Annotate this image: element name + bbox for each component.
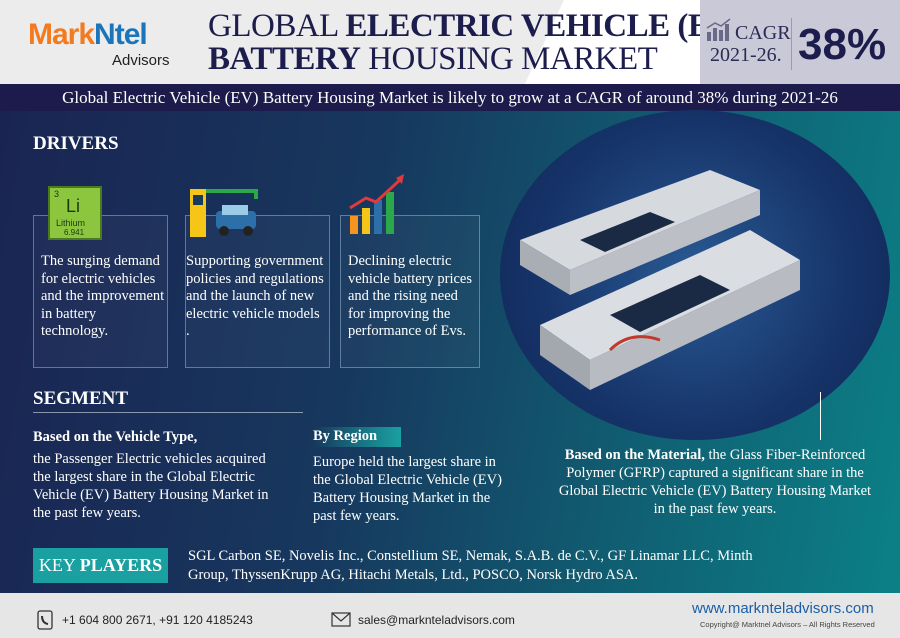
material-text: Based on the Material, the Glass Fiber-R… <box>555 446 875 518</box>
cagr-value: 38% <box>798 20 887 69</box>
phone-number[interactable]: +1 604 800 2671, +91 120 4185243 <box>62 613 253 627</box>
material-label: Based on the Material, <box>564 447 705 463</box>
drivers-heading: DRIVERS <box>33 133 119 154</box>
driver-text-3: Declining electric vehicle battery price… <box>348 253 472 339</box>
segment-heading: SEGMENT <box>33 388 129 409</box>
driver-text-1: The surging demand for electric vehicles… <box>41 253 165 339</box>
kp-light: KEY <box>38 555 80 575</box>
website-link[interactable]: www.marknteladvisors.com <box>692 600 874 617</box>
vehicle-type-text: the Passenger Electric vehicles acquired… <box>33 451 269 521</box>
cagr-period: 2021-26. <box>710 44 782 66</box>
driver-text-2: Supporting government policies and regul… <box>186 253 324 339</box>
email-icon <box>331 612 351 627</box>
page-title: GLOBAL ELECTRIC VEHICLE (EV) BATTERY HOU… <box>208 8 744 77</box>
region-text: Europe held the largest share in the Glo… <box>313 454 502 524</box>
title-light: GLOBAL <box>208 8 346 44</box>
divider <box>33 412 303 413</box>
email-link[interactable]: sales@marknteladvisors.com <box>358 613 515 627</box>
atomic-number: 3 <box>54 189 60 199</box>
region-label: By Region <box>313 427 401 447</box>
callout-line <box>820 392 821 440</box>
title-bold-2: BATTERY <box>208 41 361 77</box>
cagr-label: CAGR <box>735 22 791 44</box>
element-name: Lithium <box>56 218 86 228</box>
lithium-element-icon: 3 Li Lithium 6.941 <box>48 186 102 240</box>
element-symbol: Li <box>66 196 81 216</box>
element-mass: 6.941 <box>64 228 85 237</box>
battery-housing-image <box>500 110 890 440</box>
cagr-panel <box>700 0 900 84</box>
copyright: Copyright@ Marktnel Advisors – All Right… <box>700 620 875 629</box>
key-players-label: KEY PLAYERS <box>33 548 168 583</box>
driver-card-2 <box>185 215 330 368</box>
ev-charging-station-icon <box>190 189 258 237</box>
title-bold: ELECTRIC VEHICLE (EV) <box>345 8 744 44</box>
footer <box>0 593 900 638</box>
subtitle-bar: Global Electric Vehicle (EV) Battery Hou… <box>0 84 900 111</box>
vehicle-type-label: Based on the Vehicle Type, <box>33 429 198 445</box>
material-desc: the Glass Fiber-Reinforced Polymer (GFRP… <box>558 447 872 517</box>
phone-icon <box>37 610 53 630</box>
logo-subtitle: Advisors <box>112 52 170 69</box>
title-light-2: HOUSING MARKET <box>360 41 658 77</box>
rising-bar-chart-icon <box>349 174 404 234</box>
kp-bold: PLAYERS <box>79 555 163 575</box>
driver-card-3 <box>340 215 480 368</box>
key-players-list: SGL Carbon SE, Novelis Inc., Constellium… <box>188 548 753 583</box>
logo-part2: Ntel <box>94 18 148 51</box>
battery-pack-illustration <box>520 170 800 390</box>
logo-part1: Mark <box>28 18 95 51</box>
logo: MarkNtel <box>28 18 148 52</box>
divider <box>791 18 792 70</box>
growth-chart-icon <box>706 18 731 41</box>
